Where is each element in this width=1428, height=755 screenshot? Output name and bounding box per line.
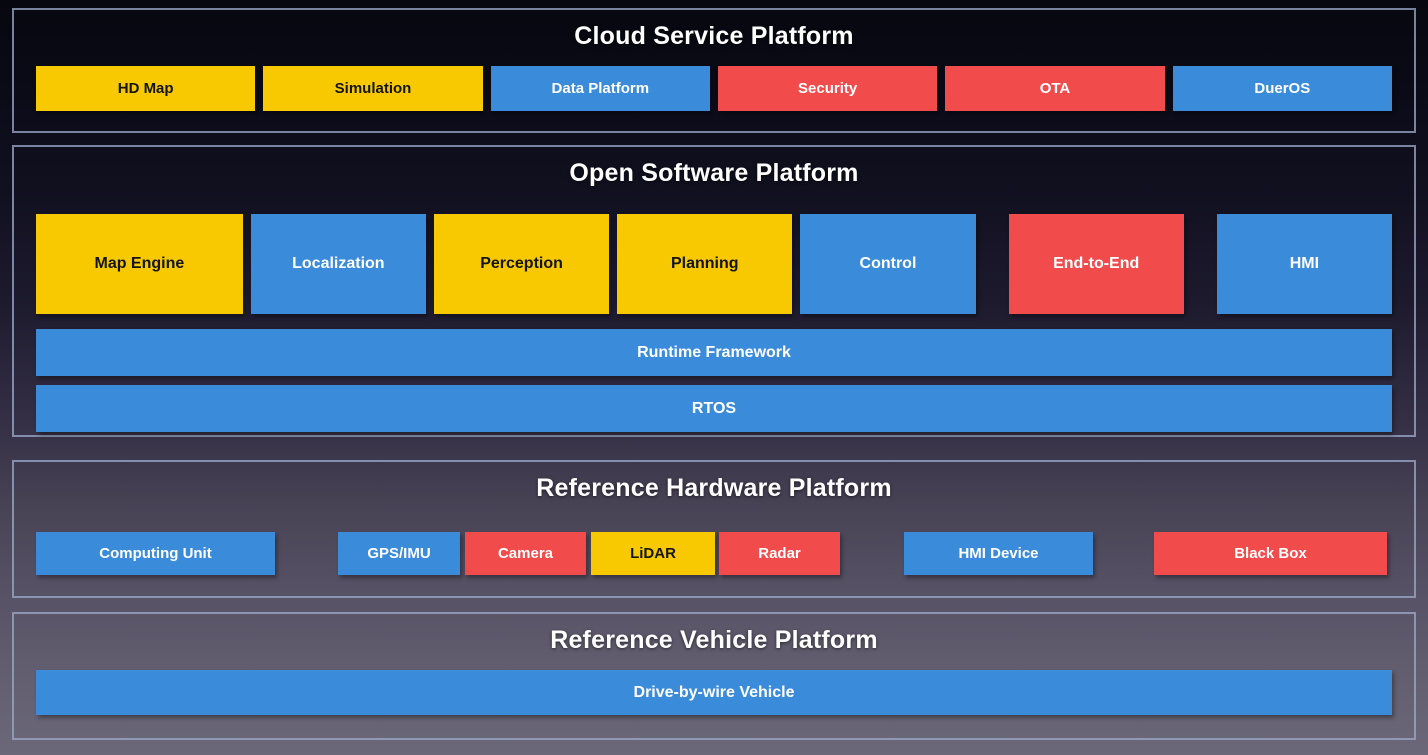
- hardware-section-title: Reference Hardware Platform: [536, 474, 892, 502]
- box-planning: Planning: [617, 214, 793, 314]
- bar-drive-by-wire-vehicle: Drive-by-wire Vehicle: [36, 670, 1392, 715]
- box-hmi: HMI: [1216, 214, 1392, 314]
- box-security: Security: [717, 66, 938, 111]
- box-end-to-end: End-to-End: [1008, 214, 1184, 314]
- section-open-software-platform: Open Software Platform Map Engine Locali…: [12, 145, 1416, 437]
- box-simulation: Simulation: [263, 66, 483, 111]
- cloud-boxes-row: HD Map Simulation Data Platform Security…: [36, 66, 1392, 111]
- box-black-box: Black Box: [1154, 532, 1387, 575]
- box-hd-map: HD Map: [36, 66, 256, 111]
- box-ota: OTA: [945, 66, 1165, 111]
- box-gps-imu: GPS/IMU: [338, 532, 460, 575]
- software-section-title: Open Software Platform: [569, 159, 859, 187]
- section-cloud-service-platform: Cloud Service Platform HD Map Simulation…: [12, 8, 1416, 133]
- box-camera: Camera: [465, 532, 586, 575]
- box-localization: Localization: [250, 214, 426, 314]
- box-control: Control: [800, 214, 976, 314]
- box-map-engine: Map Engine: [36, 214, 243, 314]
- box-hmi-device: HMI Device: [904, 532, 1093, 575]
- vehicle-section-title: Reference Vehicle Platform: [550, 626, 878, 654]
- box-data-platform: Data Platform: [490, 66, 710, 111]
- cloud-section-title: Cloud Service Platform: [574, 22, 854, 50]
- box-perception: Perception: [433, 214, 610, 314]
- bar-runtime-framework: Runtime Framework: [36, 329, 1392, 376]
- bar-rtos: RTOS: [36, 385, 1392, 432]
- box-radar: Radar: [719, 532, 840, 575]
- section-reference-hardware-platform: Reference Hardware Platform Computing Un…: [12, 460, 1416, 598]
- section-reference-vehicle-platform: Reference Vehicle Platform Drive-by-wire…: [12, 612, 1416, 740]
- hardware-boxes-row: Computing Unit GPS/IMU Camera LiDAR Rada…: [36, 532, 1392, 575]
- box-lidar: LiDAR: [591, 532, 715, 575]
- box-computing-unit: Computing Unit: [36, 532, 275, 575]
- box-dueros: DuerOS: [1172, 66, 1392, 111]
- software-modules-row: Map Engine Localization Perception Plann…: [36, 214, 1392, 314]
